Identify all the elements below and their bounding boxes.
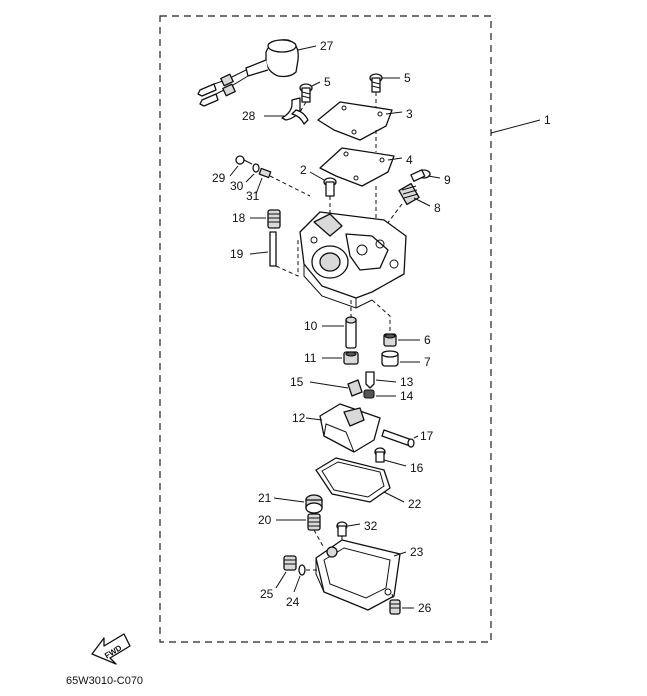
part-13-needle [365, 371, 375, 389]
callout-32: 32 [364, 519, 378, 533]
part-25-screw [283, 555, 297, 571]
leader-22 [383, 491, 405, 503]
part-16-screw [374, 447, 386, 463]
leader-25 [275, 571, 287, 589]
callout-2: 2 [300, 163, 307, 177]
leader-2 [309, 171, 325, 181]
leader-12 [305, 417, 323, 421]
leader-13 [375, 379, 397, 383]
part-9-screw [410, 169, 431, 182]
part-10-nozzle [345, 316, 357, 349]
axis-19 [275, 240, 299, 277]
callout-17: 17 [420, 429, 434, 443]
leader-4 [387, 157, 403, 161]
leader-9 [427, 175, 441, 179]
callout-14: 14 [400, 389, 414, 403]
part-11-jet [343, 351, 359, 365]
callout-13: 13 [400, 375, 414, 389]
axis-20 [313, 529, 325, 549]
part-20-spring [307, 513, 321, 531]
part-28-clip [281, 97, 309, 125]
part-24-washer [298, 564, 306, 576]
callout-22: 22 [408, 497, 422, 511]
callout-16: 16 [410, 461, 424, 475]
leader-19 [249, 251, 269, 255]
axis-26 [391, 593, 395, 601]
part-23-chamber [315, 539, 401, 611]
callout-10: 10 [304, 319, 318, 333]
callout-7: 7 [424, 355, 431, 369]
callout-19: 19 [230, 247, 244, 261]
callout-4: 4 [406, 153, 413, 167]
callout-1: 1 [544, 113, 551, 127]
part-26-screw [389, 599, 401, 615]
leader-23 [393, 551, 407, 557]
assembly-boundary [159, 15, 492, 643]
axis-5a [299, 101, 307, 113]
callout-8: 8 [434, 201, 441, 215]
leader-1 [490, 119, 541, 134]
callout-3: 3 [406, 107, 413, 121]
callout-5a: 5 [324, 75, 331, 89]
drawing-code: 65W3010-C070 [66, 675, 143, 687]
part-7-cap [381, 350, 399, 367]
callout-5b: 5 [404, 71, 411, 85]
leader-31 [255, 177, 263, 195]
leader-5a [311, 81, 321, 87]
part-5-screw-left [299, 83, 313, 103]
callout-31: 31 [246, 189, 260, 203]
forward-arrow-icon: FWD [91, 633, 131, 665]
callout-20: 20 [258, 513, 272, 527]
part-5-screw-right [369, 73, 383, 93]
callout-12: 12 [292, 411, 306, 425]
axis-29 [269, 175, 311, 197]
part-15-clip [347, 379, 363, 397]
part-3-plate [317, 101, 393, 141]
callout-25: 25 [260, 587, 274, 601]
leader-30 [245, 173, 255, 183]
part-22-gasket [315, 457, 391, 503]
leader-21 [273, 497, 305, 503]
callout-15: 15 [290, 375, 304, 389]
callout-18: 18 [232, 211, 246, 225]
part-14-pin [363, 389, 375, 399]
part-18-jet [267, 209, 281, 229]
leader-17 [413, 435, 419, 439]
callout-23: 23 [410, 545, 424, 559]
axis-6-path [371, 299, 391, 334]
callout-6: 6 [424, 333, 431, 347]
part-32-screw [336, 521, 348, 537]
callout-9: 9 [444, 173, 451, 187]
leader-32 [347, 523, 361, 527]
part-17-pin [381, 429, 415, 448]
part-6-seat [383, 333, 397, 347]
part-21-cap [305, 494, 323, 514]
callout-11: 11 [304, 351, 317, 365]
part-31-spring [258, 167, 272, 179]
part-2-screw [323, 177, 337, 197]
leader-16 [383, 459, 407, 467]
callout-27: 27 [320, 39, 334, 53]
part-19-tube [269, 231, 277, 267]
leader-29 [229, 165, 239, 177]
leader-24 [293, 575, 301, 593]
leader-8 [413, 197, 431, 207]
leader-15 [309, 381, 349, 389]
part-12-float [319, 403, 381, 453]
callout-24: 24 [286, 595, 300, 609]
part-27-connector [197, 39, 299, 107]
callout-28: 28 [242, 109, 256, 123]
leader-3 [385, 111, 403, 115]
leader-27 [297, 45, 317, 51]
part-30-washer [252, 163, 260, 173]
part-29-screw [235, 155, 253, 165]
callout-29: 29 [212, 171, 226, 185]
callout-21: 21 [258, 491, 272, 505]
carburetor-body [299, 211, 407, 309]
callout-30: 30 [230, 179, 244, 193]
part-8-spring [398, 182, 420, 206]
part-4-plate [319, 147, 395, 187]
callout-26: 26 [418, 601, 432, 615]
